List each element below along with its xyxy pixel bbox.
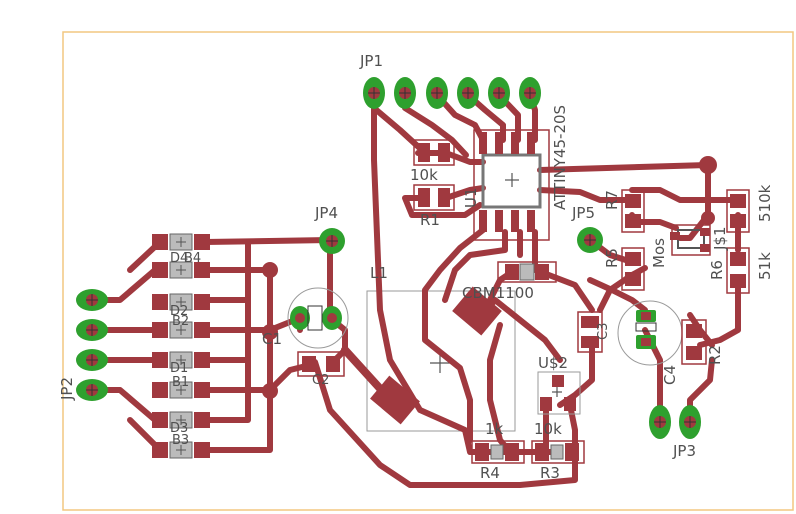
- via-mos: [701, 211, 715, 225]
- resistor-r3: [531, 440, 585, 464]
- label-51k: 51k: [756, 252, 774, 280]
- label-10k-bottom: 10k: [534, 420, 562, 438]
- label-u1: U1: [462, 187, 480, 208]
- label-c3: C3: [596, 323, 611, 340]
- label-l1: L1: [370, 264, 388, 282]
- capacitor-c2: [297, 351, 345, 377]
- label-b1: B1: [172, 375, 189, 390]
- capacitor-c4: [617, 300, 683, 366]
- jp3-header: [649, 405, 701, 439]
- part-us2: [537, 371, 581, 415]
- label-d4: D4: [170, 251, 188, 266]
- label-jp4: JP4: [314, 204, 338, 222]
- capacitor-c1: [287, 287, 349, 349]
- via-left-1: [262, 262, 278, 278]
- label-c1: C1: [262, 330, 282, 348]
- capacitor-c3: [577, 311, 603, 353]
- label-j1: J$1: [711, 226, 729, 251]
- label-510k: 510k: [756, 184, 774, 222]
- via-left-3: [262, 383, 278, 399]
- label-r1: R1: [420, 211, 440, 229]
- label-d2: D2: [170, 304, 188, 319]
- label-1k: 1k: [485, 420, 504, 438]
- inductor-l1-pad: [370, 375, 420, 425]
- resistor-r4: [471, 440, 525, 464]
- label-r4: R4: [480, 464, 500, 482]
- label-b2: B2: [172, 314, 189, 329]
- label-r7: R7: [603, 190, 621, 210]
- resistor-r7-r5: [621, 189, 645, 291]
- label-d3: D3: [170, 421, 188, 436]
- label-r6: R6: [708, 260, 726, 280]
- jp5-pad: [577, 227, 603, 253]
- label-cbm: CBM1100: [462, 284, 534, 302]
- label-b4: B4: [184, 251, 201, 266]
- label-d1: D1: [170, 361, 188, 376]
- label-jp3: JP3: [672, 442, 696, 460]
- label-us2: U$2: [538, 354, 568, 372]
- via-left-2: [262, 324, 278, 340]
- mosfet-j1: [670, 224, 711, 256]
- label-c2: C2: [312, 373, 329, 388]
- label-b3: B3: [172, 433, 189, 448]
- jp4-pad: [319, 228, 345, 254]
- resistor-r1: [413, 139, 455, 211]
- label-mos: Mos: [650, 238, 668, 268]
- jp1-header: [363, 77, 541, 109]
- via-top-right: [699, 156, 717, 174]
- label-jp5: JP5: [571, 204, 595, 222]
- label-c4: C4: [661, 365, 679, 385]
- label-attiny: ATTINY45-20S: [551, 105, 569, 210]
- label-jp2: JP2: [58, 377, 76, 401]
- ic-u1: [473, 129, 550, 241]
- resistor-r6: [726, 189, 750, 294]
- diode-array: [152, 233, 210, 459]
- label-10k-top: 10k: [410, 166, 438, 184]
- inductor-l1-outline: [366, 290, 516, 432]
- cbm1100-part: [452, 261, 557, 336]
- label-jp1: JP1: [359, 52, 383, 70]
- resistor-r2: [681, 319, 707, 365]
- jp2-header: [76, 289, 108, 401]
- board-outline: [62, 31, 794, 511]
- label-r2: R2: [706, 345, 724, 365]
- label-r3: R3: [540, 464, 560, 482]
- silkscreen-labels: JP1 ATTINY45-20S U1 10k R1 JP4 JP5 L1 CB…: [58, 52, 774, 482]
- label-r5: R5: [603, 248, 621, 268]
